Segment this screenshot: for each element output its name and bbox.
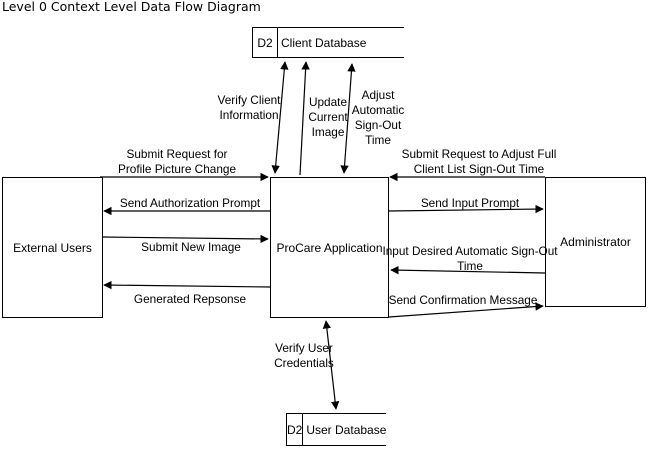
arrow-verify-user [322, 320, 340, 410]
client-database-store: D2 Client Database [252, 27, 404, 58]
arrow-update-image [299, 61, 310, 176]
store-name: User Database [306, 422, 387, 437]
store-id: D2 [287, 414, 304, 445]
arrow-input-desired [390, 265, 546, 275]
external-users-label: External Users [13, 240, 92, 255]
administrator-label: Administrator [560, 235, 631, 249]
flow-label-submit-image: Submit New Image [141, 240, 241, 254]
procare-application-label: ProCare Application [276, 240, 383, 255]
administrator-entity: Administrator [545, 177, 646, 307]
arrow-generated-response [103, 280, 271, 290]
flow-label-send-auth: Send Authorization Prompt [119, 196, 261, 210]
external-users-entity: External Users [2, 177, 103, 318]
flow-label-send-confirm: Send Confirmation Message [388, 293, 538, 307]
arrow-submit-image [102, 234, 269, 244]
flow-label-send-input: Send Input Prompt [420, 196, 520, 210]
store-name: Client Database [281, 35, 367, 50]
arrow-send-confirm [388, 302, 544, 318]
procare-application-process: ProCare Application [270, 177, 389, 318]
page-title: Level 0 Context Level Data Flow Diagram [2, 0, 261, 14]
arrow-send-input [388, 204, 544, 214]
flow-label-generated-response: Generated Repsonse [133, 292, 247, 306]
store-id: D2 [253, 28, 278, 57]
user-database-store: D2 User Database [286, 413, 386, 446]
arrow-verify-client [271, 61, 289, 174]
arrow-adjust-signout [340, 63, 356, 174]
